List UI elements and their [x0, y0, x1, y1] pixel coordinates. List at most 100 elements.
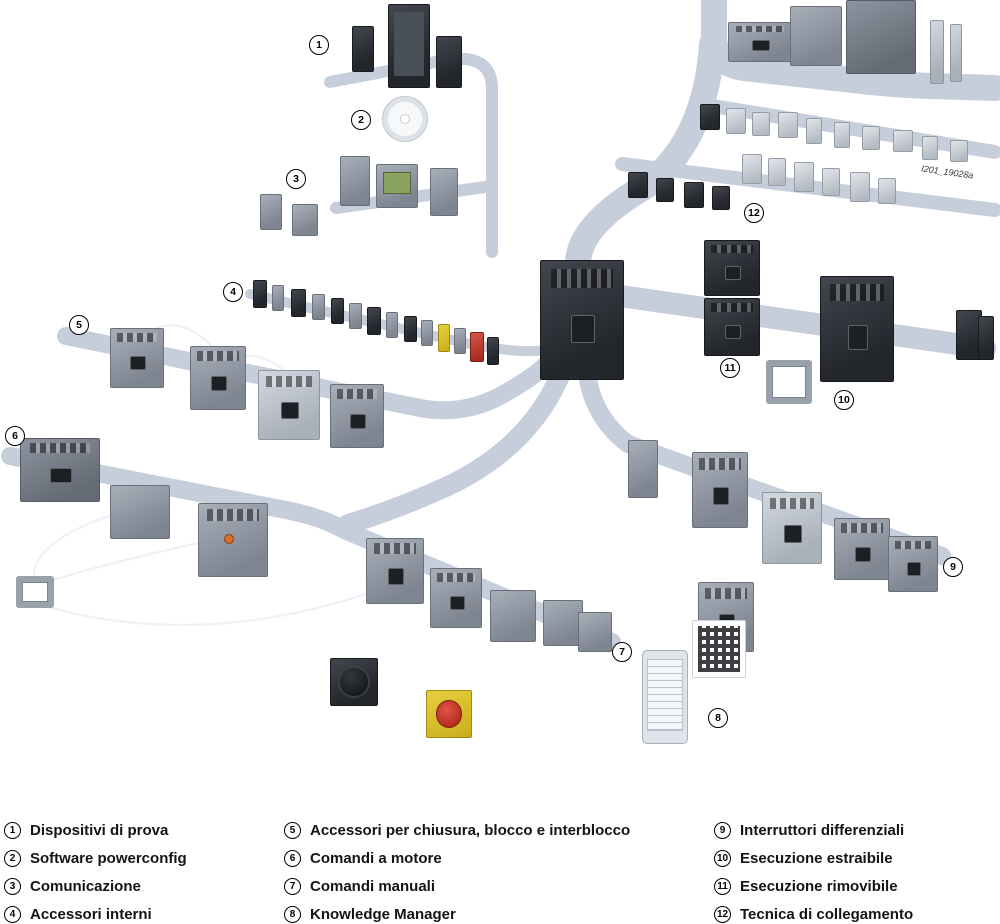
terminal-lug — [834, 122, 850, 148]
callout-number: 2 — [358, 114, 364, 126]
callout-number: 3 — [293, 173, 299, 185]
phase-barrier-plate — [930, 20, 944, 84]
callout-number: 8 — [715, 712, 721, 724]
terminal-lug — [822, 168, 840, 196]
legend-number: 6 — [284, 850, 301, 867]
legend-column-1: 1 Dispositivi di prova 2 Software powerc… — [4, 822, 187, 924]
comm-module — [340, 156, 370, 206]
legend-item-8: 8 Knowledge Manager — [284, 906, 630, 923]
plug-in-breaker — [978, 316, 994, 360]
terminal-lug — [794, 162, 814, 192]
internal-accessory-yellow — [438, 324, 450, 352]
legend-label: Software powerconfig — [30, 850, 187, 867]
manual-operator — [366, 538, 424, 604]
motor-operator — [198, 503, 268, 577]
callout-number: 7 — [619, 646, 625, 658]
qr-code — [692, 620, 746, 678]
legend-number: 5 — [284, 822, 301, 839]
internal-accessory — [386, 312, 398, 338]
rcd-accessory — [628, 440, 658, 498]
legend-label: Esecuzione rimovibile — [740, 878, 898, 895]
callout-2: 2 — [351, 110, 371, 130]
motor-operator — [110, 485, 170, 539]
internal-accessory — [312, 294, 325, 320]
plug-in-breaker — [704, 240, 760, 296]
legend-item-12: 12 Tecnica di collegamento — [714, 906, 913, 923]
callout-6: 6 — [5, 426, 25, 446]
legend-number: 8 — [284, 906, 301, 923]
callout-7: 7 — [612, 642, 632, 662]
terminal-lug — [726, 108, 746, 134]
terminal-connector — [628, 172, 648, 198]
rcd-breaker — [692, 452, 748, 528]
legend-item-4: 4 Accessori interni — [4, 906, 187, 923]
legend-item-6: 6 Comandi a motore — [284, 850, 630, 867]
motor-operator — [20, 438, 100, 502]
terminal-lug — [700, 104, 720, 130]
legend-item-10: 10 Esecuzione estraibile — [714, 850, 913, 867]
internal-accessory — [404, 316, 417, 342]
callout-9: 9 — [943, 557, 963, 577]
cable-frame-3 — [42, 590, 374, 627]
callout-number: 6 — [12, 430, 18, 442]
legend-column-2: 5 Accessori per chiusura, blocco e inter… — [284, 822, 630, 924]
internal-accessory — [272, 285, 284, 311]
callout-3: 3 — [286, 169, 306, 189]
callout-number: 4 — [230, 286, 236, 298]
rcd-breaker — [888, 536, 938, 592]
accessory-box — [790, 6, 842, 66]
terminal-lug — [778, 112, 798, 138]
terminal-lug — [806, 118, 822, 144]
terminal-lug — [922, 136, 938, 160]
legend-number: 12 — [714, 906, 731, 923]
terminal-lug — [742, 154, 762, 184]
comm-module — [430, 168, 458, 216]
terminal-lug — [850, 172, 870, 202]
callout-number: 5 — [76, 319, 82, 331]
internal-accessory — [349, 303, 362, 329]
internal-accessory — [421, 320, 433, 346]
legend-label: Interruttori differenziali — [740, 822, 905, 839]
door-coupling-handle — [578, 612, 612, 652]
legend-label: Comandi a motore — [310, 850, 442, 867]
legend-number: 2 — [4, 850, 21, 867]
tablet-device — [388, 4, 430, 88]
internal-accessory-red — [470, 332, 484, 362]
rcd-breaker — [834, 518, 890, 580]
rotary-handle-black — [330, 658, 378, 706]
callout-4: 4 — [223, 282, 243, 302]
locking-accessory-breaker — [330, 384, 384, 448]
internal-accessory — [291, 289, 306, 317]
plug-in-breaker — [704, 298, 760, 356]
comm-display — [376, 164, 418, 208]
callout-number: 1 — [316, 39, 322, 51]
terminal-lug — [752, 112, 770, 136]
manual-operator — [543, 600, 583, 646]
legend-number: 11 — [714, 878, 731, 895]
rail-rcd — [579, 371, 951, 565]
cable-frame-1 — [32, 510, 122, 578]
callout-5: 5 — [69, 315, 89, 335]
internal-accessory — [487, 337, 499, 365]
legend-item-11: 11 Esecuzione rimovibile — [714, 878, 913, 895]
legend-label: Tecnica di collegamento — [740, 906, 914, 923]
legend-number: 7 — [284, 878, 301, 895]
legend-item-1: 1 Dispositivi di prova — [4, 822, 187, 839]
comm-module — [260, 194, 282, 230]
legend-item-2: 2 Software powerconfig — [4, 850, 187, 867]
withdrawable-breaker — [820, 276, 894, 382]
internal-accessory — [454, 328, 466, 354]
rail-right-breakers — [609, 285, 996, 359]
callout-number: 12 — [748, 207, 760, 219]
legend-number: 4 — [4, 906, 21, 923]
main-circuit-breaker — [540, 260, 624, 380]
test-device — [436, 36, 462, 88]
locking-accessory-breaker — [110, 328, 164, 388]
phase-barrier-plate — [950, 24, 962, 82]
internal-accessory — [331, 298, 344, 324]
legend-number: 3 — [4, 878, 21, 895]
manual-operator — [430, 568, 482, 628]
accessory-box-large — [846, 0, 916, 74]
